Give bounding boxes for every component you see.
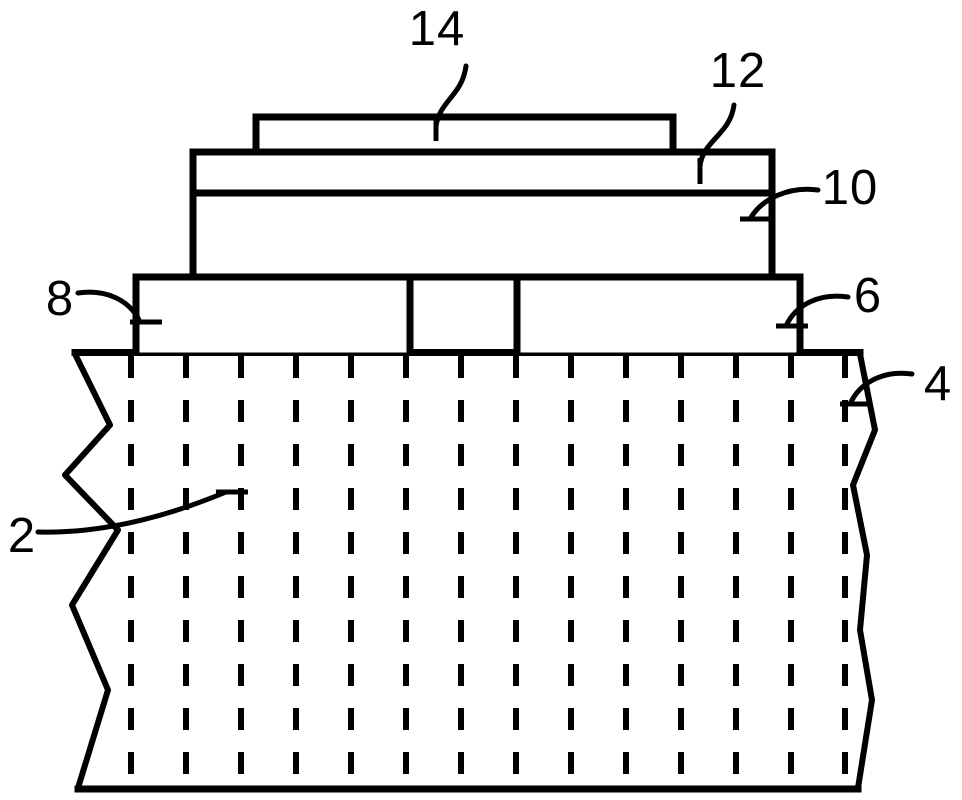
reference-numeral-8: 8 <box>46 272 74 326</box>
callout-8: 8 <box>46 272 162 326</box>
substrate-grain-lines <box>128 356 848 790</box>
reference-numeral-14: 14 <box>409 2 466 56</box>
leader-line-6 <box>783 293 851 329</box>
reference-numeral-2: 2 <box>8 509 36 563</box>
mesa-stack-group <box>132 113 804 356</box>
callout-10: 10 <box>740 161 879 222</box>
reference-numerals-group: 14 12 10 8 <box>8 2 952 563</box>
leader-line-10 <box>747 186 821 222</box>
leader-line-8 <box>75 289 143 325</box>
reference-numeral-10: 10 <box>822 161 879 215</box>
upper-mesa-layer-12 <box>189 148 776 197</box>
leader-line-2 <box>35 489 229 535</box>
callout-6: 6 <box>776 269 882 329</box>
contact-pads-group <box>132 273 804 353</box>
left-contact-pad-8 <box>132 273 414 353</box>
callout-14: 14 <box>409 2 469 141</box>
substrate-group <box>62 349 878 793</box>
substrate-right-break-line <box>850 351 878 791</box>
reference-numeral-6: 6 <box>854 269 882 323</box>
reference-numeral-4: 4 <box>924 357 952 411</box>
callout-12: 12 <box>697 44 767 184</box>
substrate-left-break-line <box>62 351 121 791</box>
lower-mesa-layer-10 <box>189 189 776 281</box>
right-contact-pad-6 <box>513 273 804 353</box>
top-contact-layer-14 <box>252 113 677 152</box>
reference-numeral-12: 12 <box>710 44 767 98</box>
callout-4: 4 <box>840 357 952 411</box>
leader-line-4 <box>847 370 915 407</box>
callout-2: 2 <box>8 489 248 563</box>
